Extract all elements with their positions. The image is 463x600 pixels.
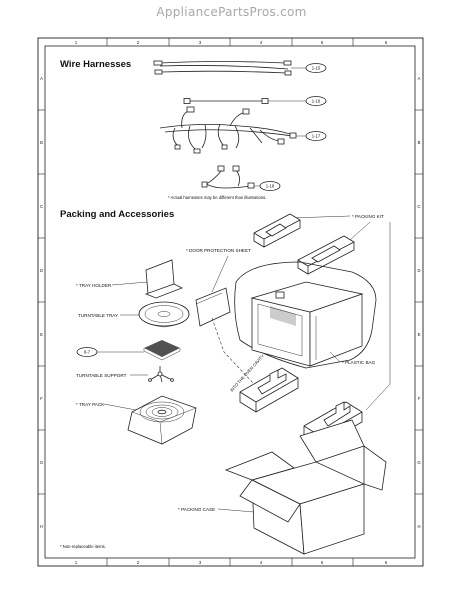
leader-packing-kit: [365, 383, 391, 411]
column-ticks: [106, 38, 354, 566]
row-label-left: E: [40, 332, 43, 337]
row-label-right: G: [417, 460, 420, 465]
label-door-protection-sheet: * DOOR PROTECTION SHEET: [186, 248, 251, 253]
part-8-7[interactable]: [143, 340, 181, 361]
ref-1-18: 1-18: [266, 184, 275, 189]
door-protection-sheet[interactable]: [195, 287, 231, 327]
wire-harness-1-18[interactable]: [201, 165, 260, 189]
row-label-left: D: [40, 268, 43, 273]
wire-harness-1-15[interactable]: [153, 60, 306, 76]
ref-8-7: 8-7: [84, 350, 91, 355]
packing-kit-top-right[interactable]: [297, 235, 355, 275]
tray-pack[interactable]: [127, 395, 197, 445]
packing-kit-bottom-left[interactable]: [239, 367, 299, 413]
label-packing-case: * PACKING CASE: [178, 507, 215, 512]
row-ticks: [38, 109, 423, 495]
leader-packing-kit: [289, 215, 351, 219]
leader-plastic-bag: [329, 351, 341, 363]
leader-door-protection-sheet: [211, 255, 229, 293]
col-label-bottom: 3: [199, 560, 202, 565]
ref-bubble-1-18: [259, 181, 281, 191]
col-label-bottom: 2: [137, 560, 140, 565]
ref-bubble-1-15: [305, 63, 327, 73]
row-label-right: E: [418, 332, 421, 337]
row-label-right: H: [417, 524, 420, 529]
col-label-top: 6: [385, 40, 388, 45]
row-label-left: H: [40, 524, 43, 529]
row-label-left: A: [40, 76, 43, 81]
ref-1-15: 1-15: [312, 66, 321, 71]
row-label-right: A: [418, 76, 421, 81]
turntable-tray[interactable]: [138, 301, 190, 328]
col-label-bottom: 5: [321, 560, 324, 565]
row-label-right: B: [418, 140, 421, 145]
packing-accessories-heading: Packing and Accessories: [60, 209, 174, 220]
row-label-right: D: [417, 268, 420, 273]
label-plastic-bag: * PLASTIC BAG: [342, 360, 376, 365]
row-label-right: F: [418, 396, 421, 401]
col-label-top: 2: [137, 40, 140, 45]
label-turntable-tray: TURNTABLE TRAY: [78, 313, 118, 318]
label-tray-pack: * TRAY PACK: [76, 402, 105, 407]
diagram-frame-outer: [37, 37, 424, 567]
leader-tray-holder: [111, 281, 149, 286]
row-label-right: C: [417, 204, 420, 209]
col-label-bottom: 6: [385, 560, 388, 565]
ref-1-16: 1-16: [312, 99, 321, 104]
row-label-left: C: [40, 204, 43, 209]
wire-harness-1-16[interactable]: [183, 98, 306, 104]
site-title: AppliancePartsPros.com: [156, 5, 307, 19]
col-label-top: 1: [75, 40, 78, 45]
col-label-top: 4: [260, 40, 263, 45]
leader-tray-pack: [103, 403, 137, 411]
row-label-left: B: [40, 140, 43, 145]
ref-1-17: 1-17: [312, 134, 321, 139]
leader-into-oven-cavity: [211, 317, 255, 385]
col-label-bottom: 4: [260, 560, 263, 565]
label-turntable-support: TURNTABLE SUPPORT: [76, 373, 127, 378]
wire-harness-note: * Actual harnesses may be different than…: [168, 195, 266, 200]
footnote: * Non-replaceable items.: [60, 544, 106, 549]
leader-packing-kit: [349, 221, 371, 241]
packing-kit-top-left[interactable]: [253, 213, 301, 248]
wire-harnesses-heading: Wire Harnesses: [60, 59, 131, 70]
col-label-bottom: 1: [75, 560, 78, 565]
leader-packing-case: [217, 508, 255, 513]
ref-bubble-1-17: [305, 131, 327, 141]
ref-bubble-1-16: [305, 96, 327, 106]
row-label-left: F: [40, 396, 43, 401]
microwave-oven: [234, 261, 377, 369]
col-label-top: 5: [321, 40, 324, 45]
wire-harness-1-17[interactable]: [159, 106, 306, 154]
label-packing-kit: * PACKING KIT: [352, 214, 384, 219]
packing-case[interactable]: [224, 419, 387, 555]
col-label-top: 3: [199, 40, 202, 45]
row-label-left: G: [40, 460, 43, 465]
turntable-support[interactable]: [148, 366, 174, 383]
label-tray-holder: * TRAY HOLDER: [76, 283, 112, 288]
